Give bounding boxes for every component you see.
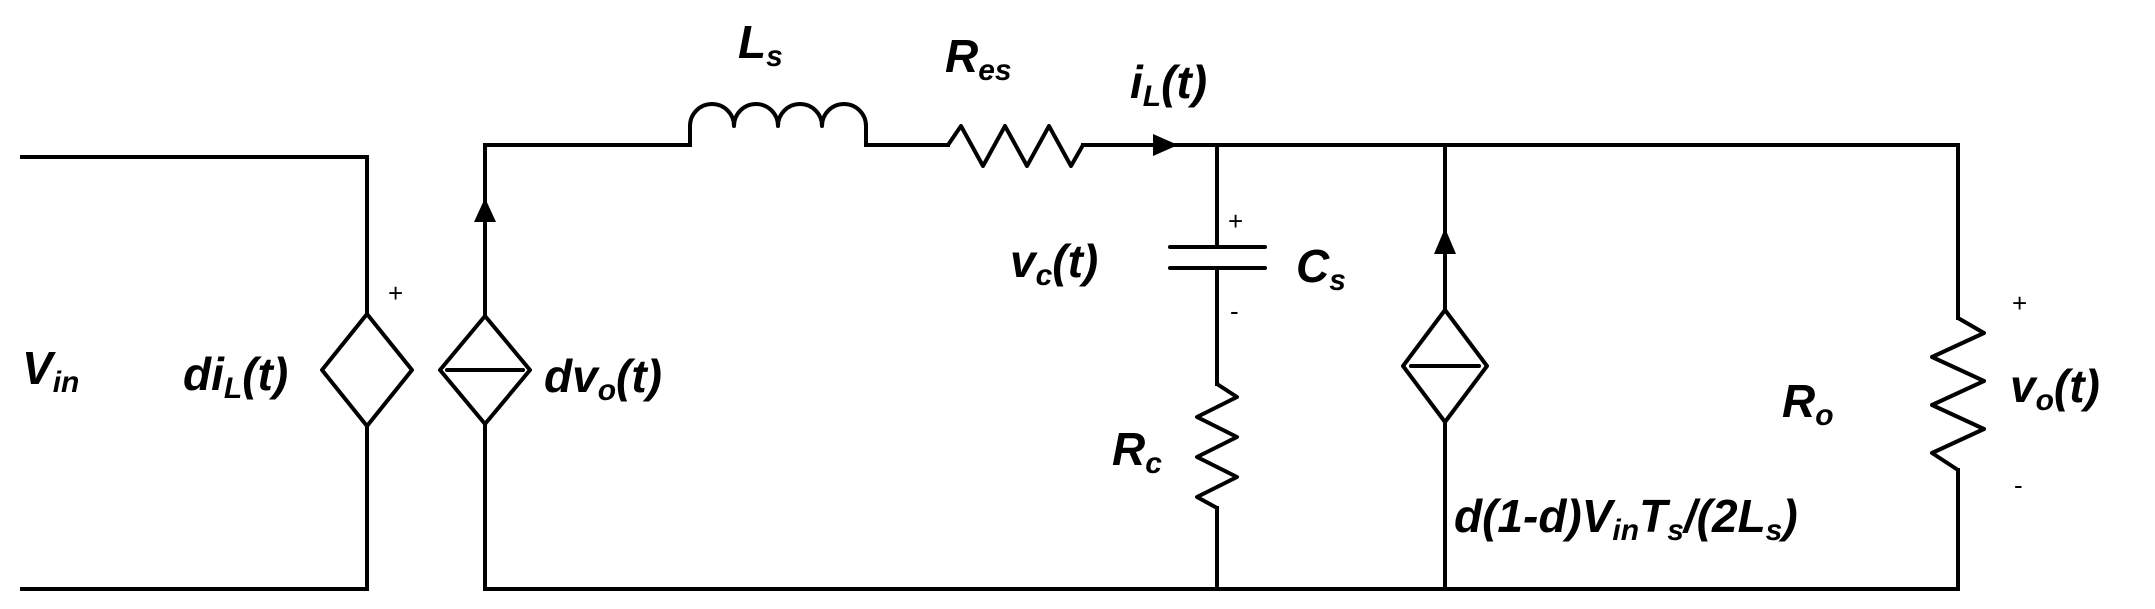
polarity-minus-vo: - xyxy=(2014,470,2023,500)
label-ls: Ls xyxy=(738,16,783,73)
label-res: Res xyxy=(945,30,1012,87)
injected-current-source xyxy=(1401,143,1489,591)
current-direction-arrow-il xyxy=(1153,134,1178,156)
label-vc: vc(t) xyxy=(1010,235,1098,292)
label-dvo: dvo(t) xyxy=(544,350,662,407)
dependent-current-source-dvo xyxy=(438,143,692,591)
dependent-voltage-source-dil xyxy=(320,155,414,591)
label-dil: diL(t) xyxy=(183,348,288,405)
label-rc: Rc xyxy=(1112,423,1162,480)
resistor-res xyxy=(946,124,1085,168)
label-ro: Ro xyxy=(1782,375,1834,432)
polarity-minus-vc: - xyxy=(1230,296,1239,326)
capacitor-branch xyxy=(1168,143,1267,591)
label-vin: Vin xyxy=(22,342,79,399)
label-injected-source: d(1-d)VinTs/(2Ls) xyxy=(1454,490,1798,547)
inductor-ls xyxy=(688,102,868,147)
load-resistor-ro xyxy=(1930,143,1986,591)
label-il: iL(t) xyxy=(1130,56,1207,113)
current-direction-arrow-dvo xyxy=(474,198,496,222)
label-vo: vo(t) xyxy=(2010,360,2100,417)
top-rail xyxy=(1081,134,1960,156)
resistor-rc xyxy=(1195,382,1239,510)
input-port-wires xyxy=(20,155,369,591)
polarity-plus-dil: + xyxy=(388,278,403,308)
current-direction-arrow-injected xyxy=(1434,228,1456,254)
label-cs: Cs xyxy=(1296,240,1346,297)
polarity-plus-vc: + xyxy=(1228,206,1243,236)
polarity-plus-vo: + xyxy=(2012,288,2027,318)
